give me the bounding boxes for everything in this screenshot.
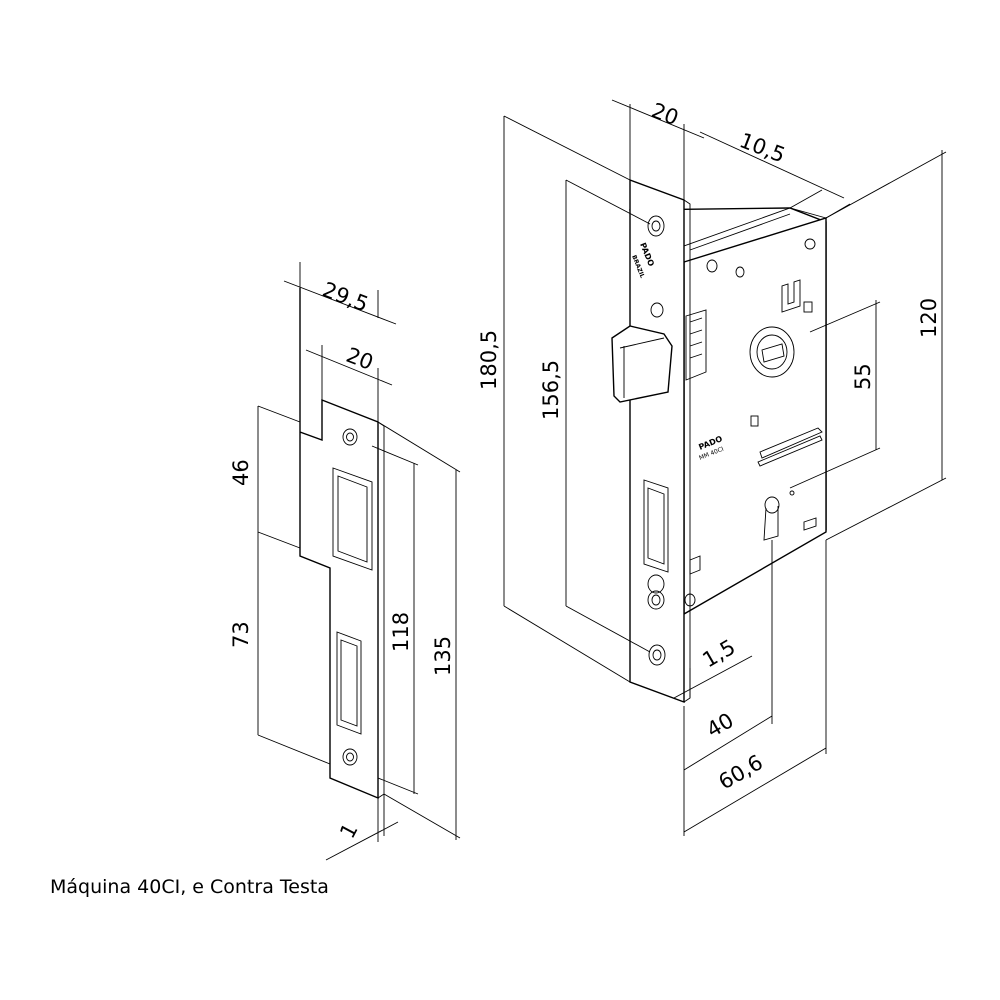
dim-body-depth: 10,5: [736, 128, 788, 167]
keyhole: [763, 496, 780, 541]
strike-hole-bottom: [342, 748, 358, 766]
strike-hole-top: [342, 428, 358, 446]
dim-body-height: 120: [917, 298, 941, 338]
dim-screw-spacing: 156,5: [539, 360, 563, 420]
strike-slot-lower: [336, 631, 362, 735]
faceplate-screw-top: [647, 215, 665, 237]
dim-faceplate-width: 20: [648, 98, 682, 130]
dim-faceplate-height: 180,5: [477, 330, 501, 390]
dim-strike-lower-length: 73: [229, 621, 253, 648]
dim-handle-to-key: 55: [851, 363, 875, 390]
dim-strike-upper-offset: 46: [229, 459, 253, 486]
drawing-caption: Máquina 40CI, e Contra Testa: [50, 876, 329, 898]
latch-bolt: [611, 325, 673, 403]
dim-strike-thickness: 1: [335, 819, 362, 842]
dim-strike-width-face: 20: [343, 343, 377, 375]
faceplate-screw-bottom: [648, 644, 666, 666]
lock-faceplate: PADO BRAZIL: [629, 178, 691, 704]
strike-plate-outline: [299, 288, 379, 800]
deadbolt-slot: [643, 479, 669, 573]
dim-strike-height: 135: [431, 636, 455, 676]
dim-backset: 40: [703, 708, 738, 742]
handle-follower: [749, 326, 795, 378]
dim-faceplate-thickness: 1,5: [699, 635, 740, 672]
dim-strike-width-total: 29,5: [319, 277, 371, 316]
dim-strike-slot-span: 118: [389, 612, 413, 652]
strike-slot-upper: [332, 467, 373, 571]
